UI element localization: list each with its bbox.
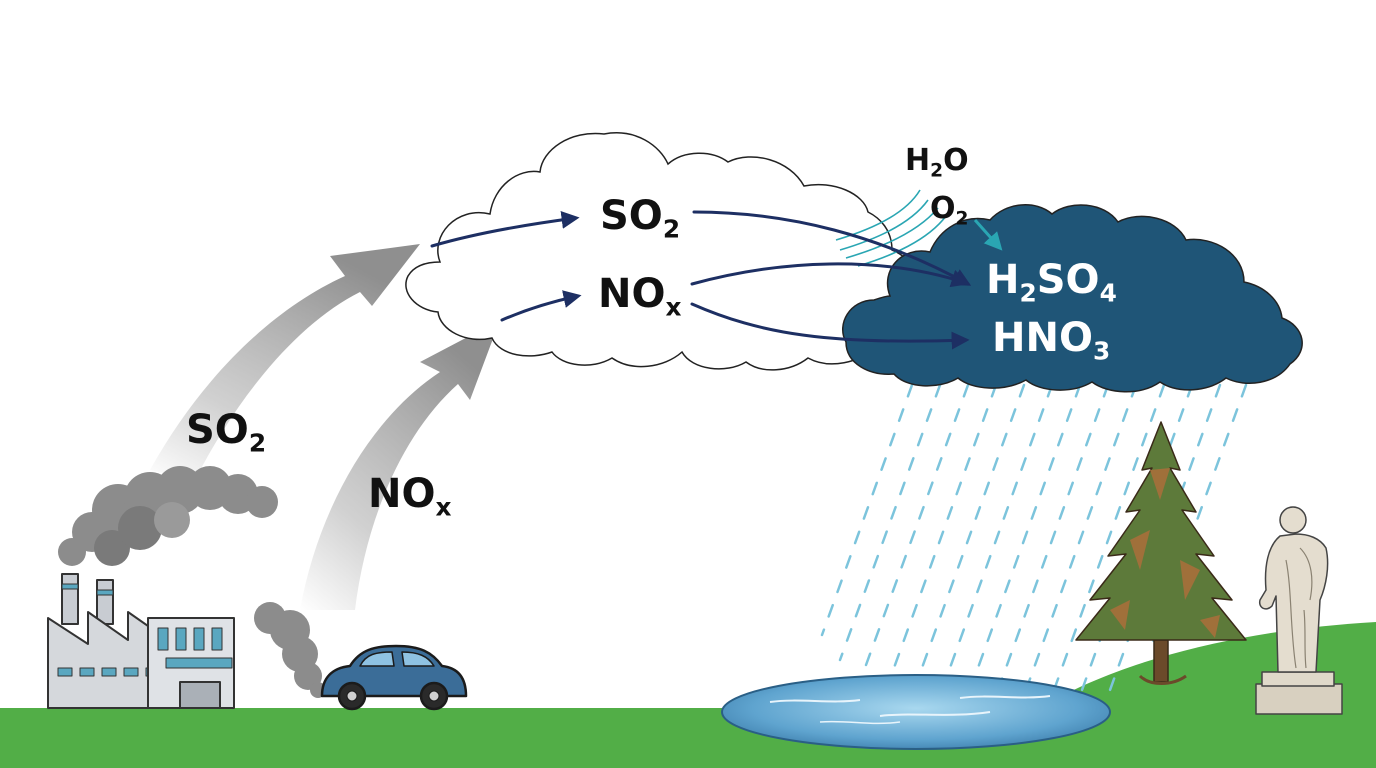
- nox-rise-arrow: [300, 320, 500, 610]
- so2-cloud-label: SO2: [600, 193, 681, 244]
- ground: [0, 708, 1376, 768]
- factory: [47, 573, 235, 709]
- so2-rise-label: SO2: [186, 407, 267, 458]
- h2o-o2-flow: [835, 189, 947, 267]
- car-exhaust: [254, 602, 326, 698]
- nox-rise-label: NOx: [368, 471, 452, 522]
- reaction-arrows: [430, 210, 972, 350]
- h2o-label: H2O: [905, 143, 969, 182]
- h2so4-label: H2SO4: [986, 257, 1117, 308]
- car: [320, 644, 468, 711]
- white-cloud: [405, 132, 917, 371]
- lake: [721, 674, 1111, 750]
- nox-cloud-label: NOx: [598, 271, 682, 322]
- factory-smoke: [58, 466, 278, 566]
- hno3-label: HNO3: [992, 315, 1111, 366]
- o2-arrow: [973, 219, 1003, 251]
- corroded-statue: [1255, 506, 1343, 715]
- damaged-tree: [1075, 421, 1247, 685]
- so2-rise-arrow: [150, 244, 420, 480]
- o2-label: O2: [930, 191, 969, 230]
